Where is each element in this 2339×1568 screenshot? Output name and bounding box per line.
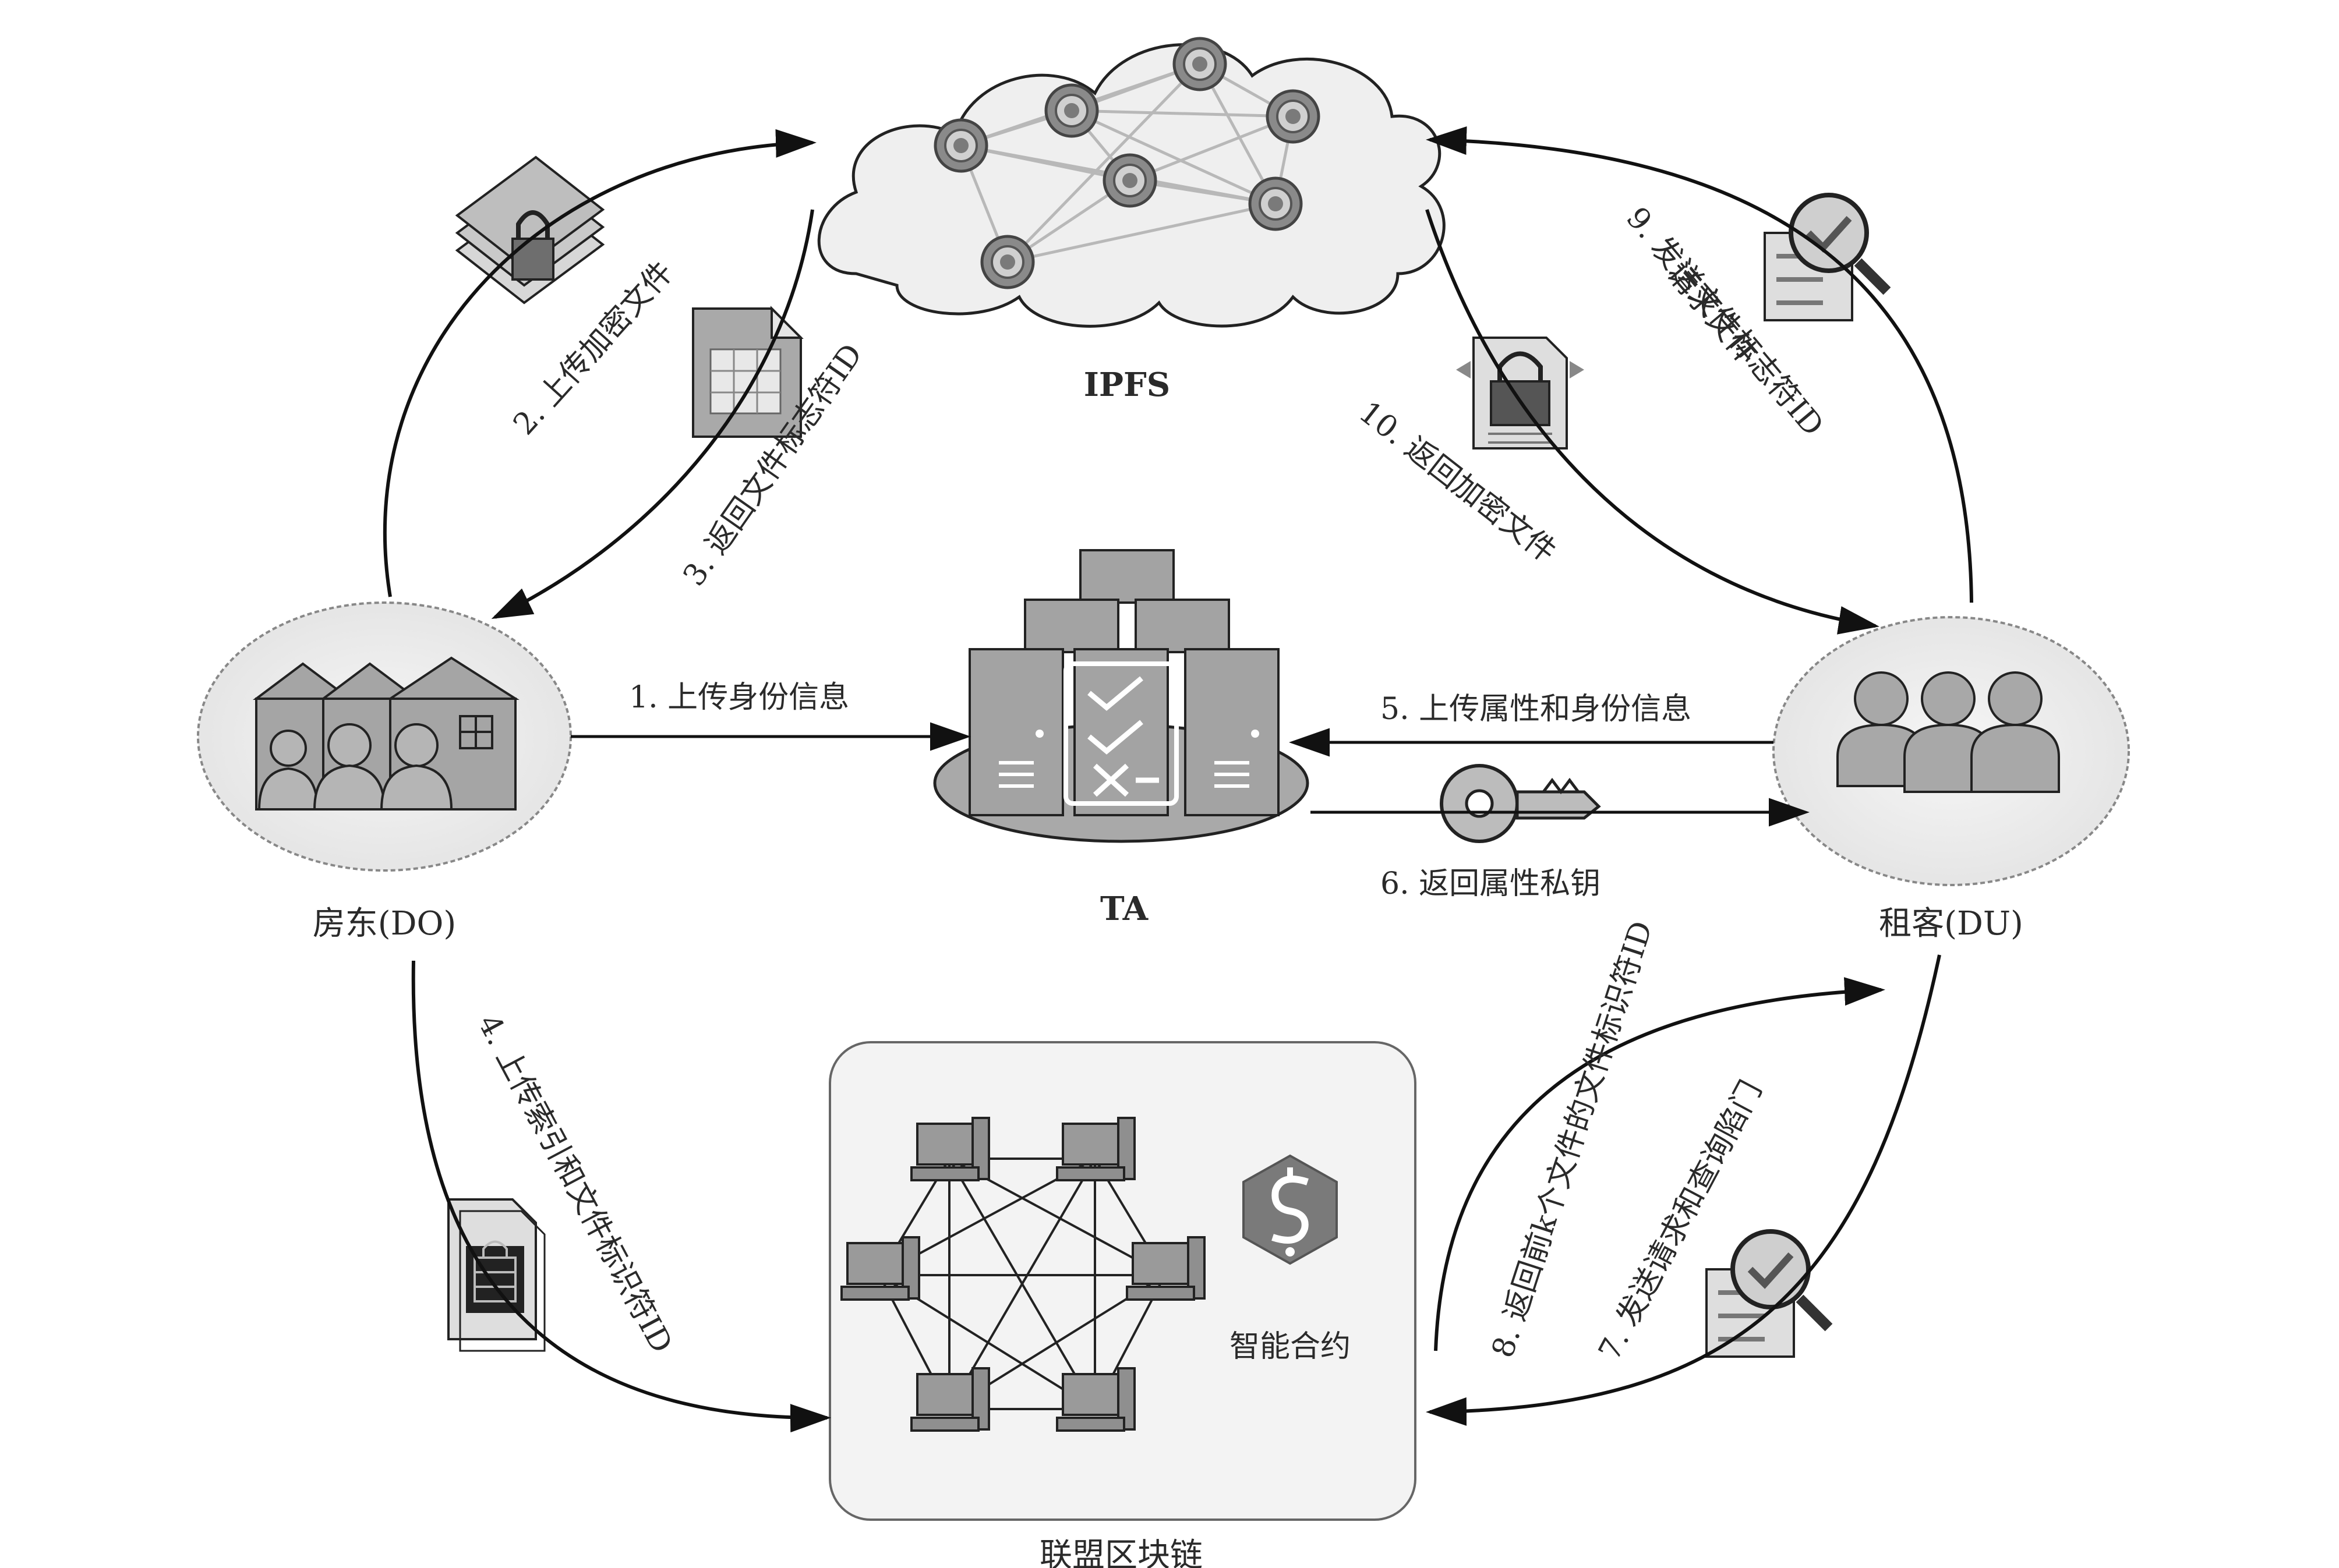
encrypted-document-icon [1456,337,1584,449]
blockchain-label: 联盟区块链 [1040,1537,1203,1568]
arrow-step-2 [383,129,817,597]
ipfs-node-icons [934,37,1320,289]
search-document-icon-top [1764,193,1891,321]
landlord-people-icon [257,723,453,810]
label-step-5: 5. 上传属性和身份信息 [1380,692,1691,727]
arrow-step-9 [1426,126,1973,603]
arrow-step-8 [1434,977,1885,1351]
checklist-icon [1063,661,1179,806]
blockchain-computer-icons [840,1117,1206,1432]
arrow-step-7 [1426,954,1941,1426]
ta-server-cluster [933,549,1309,843]
du-tenant-node [1772,616,2130,886]
ta-label: TA [1100,890,1149,928]
arrow-step-4 [411,960,831,1433]
do-label: 房东(DO) [313,905,457,943]
label-step-6: 6. 返回属性私钥 [1380,866,1600,901]
encrypted-files-icon [455,155,605,305]
arrow-step-3 [491,209,814,620]
smart-contract-icon [1242,1154,1338,1265]
ipfs-label: IPFS [1084,366,1171,404]
ipfs-cloud [817,37,1446,328]
label-step-1: 1. 上传身份信息 [629,680,849,715]
search-document-icon-bottom [1705,1229,1833,1358]
du-label: 租客(DU) [1879,905,2023,943]
blockchain-panel: 智能合约 [829,1041,1416,1521]
do-landlord-node [197,601,572,872]
tenant-people-icon [1836,671,2060,793]
arrow-step-10 [1425,209,1879,635]
encrypted-index-document-icon [447,1198,546,1352]
label-step-9b: 请求文件 [1660,256,1765,371]
private-key-icon [1440,764,1601,843]
smart-contract-label: 智能合约 [1229,1329,1351,1364]
